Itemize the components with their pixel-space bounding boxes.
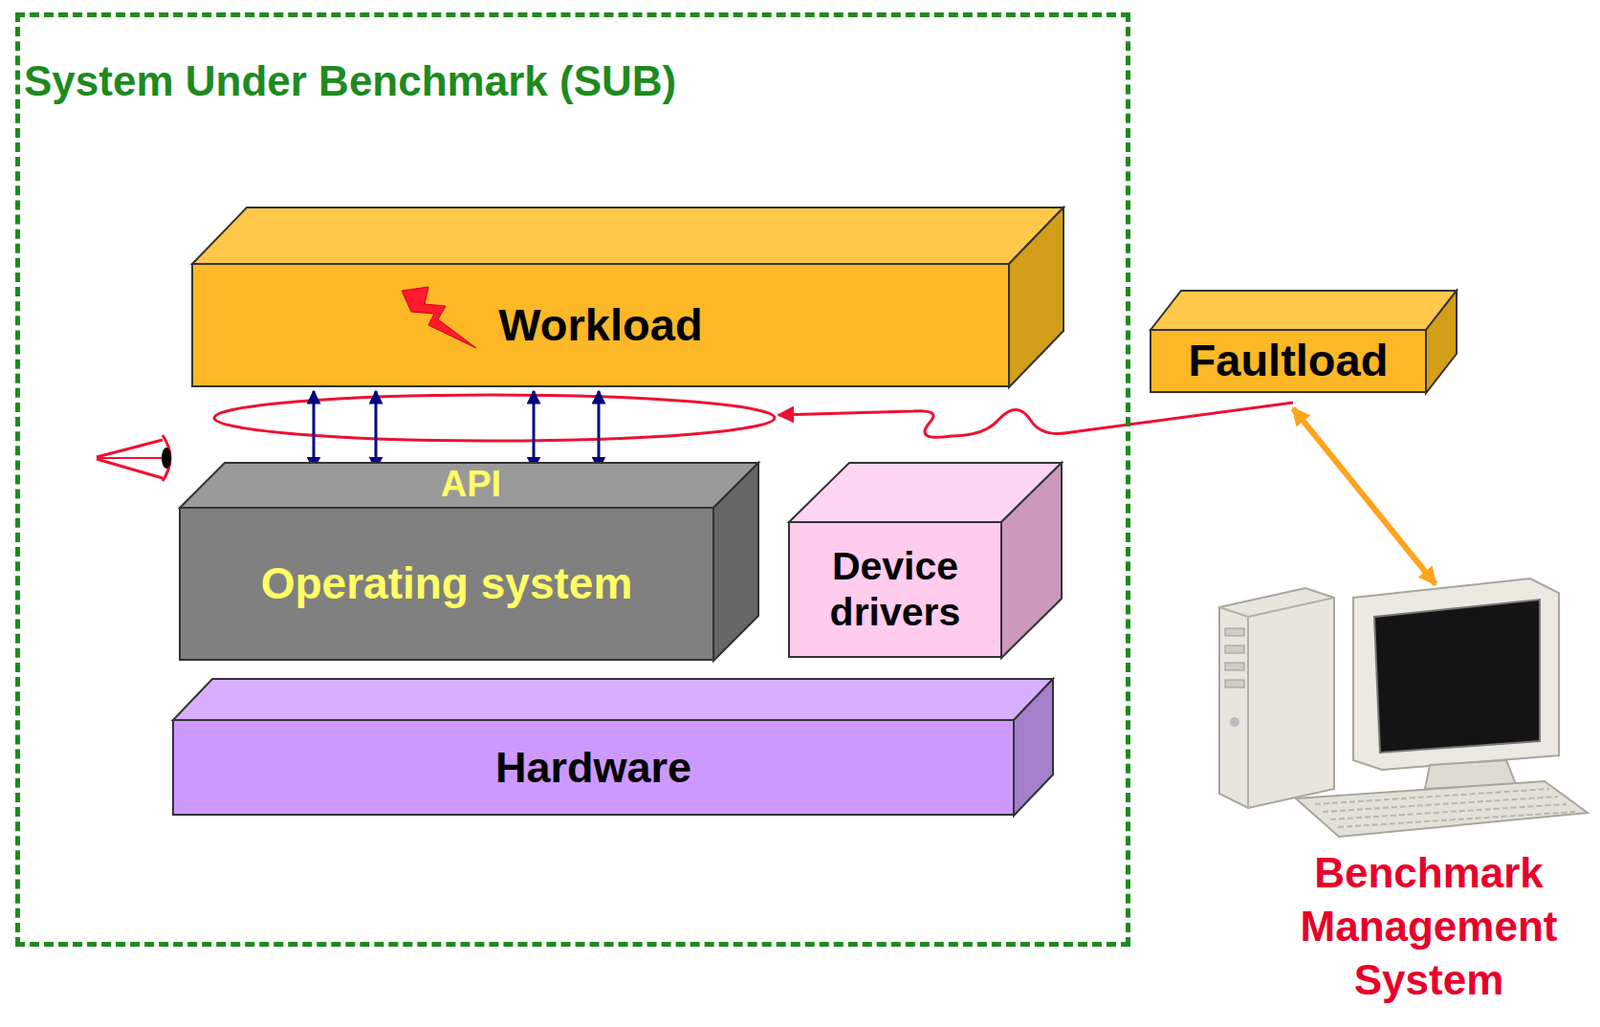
connector xyxy=(532,391,536,470)
box-label: Faultload xyxy=(1188,334,1389,387)
connector xyxy=(597,391,601,470)
box-label: Device drivers xyxy=(799,544,991,635)
connector xyxy=(374,391,378,470)
layer-box: Operating systemAPI xyxy=(178,506,715,661)
observer-eye xyxy=(96,435,172,482)
layer-box: Hardware xyxy=(172,719,1015,816)
box-3d-faces xyxy=(191,206,1069,392)
connector xyxy=(1293,408,1436,585)
box-label: Operating system xyxy=(261,558,634,610)
benchmark-region: System Under Benchmark (SUB) WorkloadOper… xyxy=(15,12,1131,947)
box-label: Workload xyxy=(498,299,702,351)
computer-illustration xyxy=(1209,578,1593,856)
connector xyxy=(778,402,1294,438)
layer-box: Device drivers xyxy=(788,521,1003,658)
lightning-bolt xyxy=(399,286,479,351)
connector xyxy=(312,391,316,470)
layer-box: Workload xyxy=(191,263,1010,388)
interface-label: API xyxy=(203,461,740,507)
layer-box: Faultload xyxy=(1149,328,1427,394)
interface-ellipse xyxy=(214,394,775,441)
box-label: Hardware xyxy=(495,743,692,793)
region-title: System Under Benchmark (SUB) xyxy=(23,57,677,106)
management-computer: Benchmark Management System xyxy=(1209,578,1593,1019)
computer-label: Benchmark Management System xyxy=(1261,846,1597,1008)
